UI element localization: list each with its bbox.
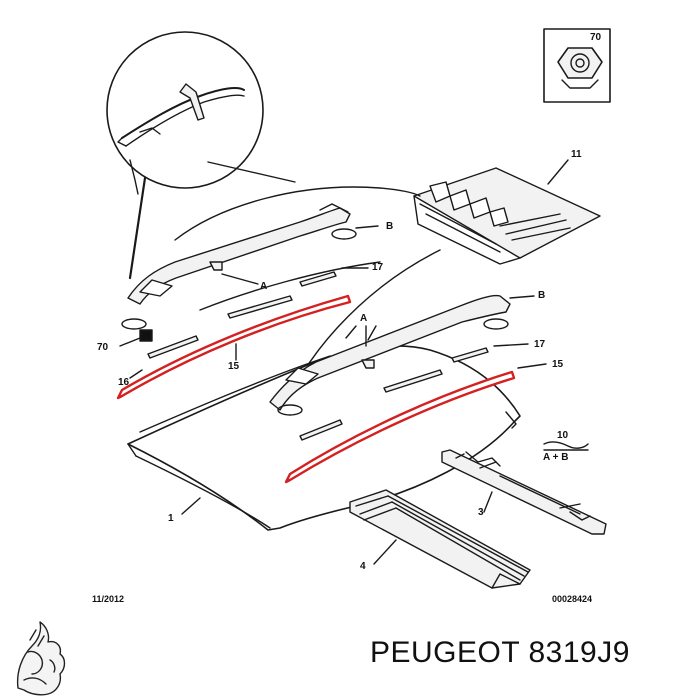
- callout-17-upper: 17: [372, 262, 384, 273]
- callout-3: 3: [478, 507, 484, 518]
- leader-17-lower: [493, 343, 529, 347]
- callout-70-left: 70: [97, 342, 109, 353]
- callout-15-right: 15: [552, 359, 564, 370]
- leader-A-upper: [221, 273, 259, 285]
- leader-B-upper: [355, 225, 379, 229]
- leader-3: [483, 491, 493, 513]
- leader-B-lower: [509, 295, 535, 299]
- callout-11: 11: [571, 149, 582, 160]
- detail-magnifier: [106, 31, 296, 280]
- part-11-bracket: [413, 167, 601, 265]
- red-strip-lower: [284, 370, 516, 484]
- leader-11: [547, 159, 569, 185]
- callout-B-lower: B: [538, 290, 546, 301]
- strip-17-lower: [299, 347, 489, 441]
- red-strip-upper: [116, 294, 352, 400]
- brand-title: PEUGEOT 8319J9: [370, 636, 630, 669]
- leader-16: [129, 369, 143, 379]
- part-3-crossbar: [441, 449, 607, 535]
- leader-4: [373, 539, 397, 565]
- roof-rail-upper: [127, 203, 351, 305]
- leader-1: [181, 497, 201, 515]
- leader-A-lower: [345, 325, 377, 347]
- leader-15-right: [517, 363, 547, 369]
- part-4-ribbed-member: [349, 489, 531, 589]
- callout-10: 10: [557, 430, 569, 441]
- end-cap-upper-right: [331, 228, 357, 240]
- arc-upper-mid: [199, 261, 381, 311]
- fastener-70-left: [139, 329, 153, 342]
- leader-70-left: [119, 337, 141, 347]
- clip-lower: [361, 359, 375, 369]
- end-cap-lower-left: [277, 404, 303, 416]
- part-1-roof-panel: [127, 345, 521, 531]
- peugeot-lion-logo-icon: [16, 621, 66, 696]
- clip-upper: [209, 261, 223, 271]
- brace-10: [543, 441, 589, 449]
- footer-date: 11/2012: [92, 594, 125, 604]
- callout-15-left: 15: [228, 361, 240, 372]
- nut-icon-box: [543, 28, 611, 103]
- callout-A-upper: A: [260, 281, 268, 292]
- arc-upper-left: [174, 186, 421, 241]
- strip-17-upper: [147, 271, 337, 359]
- footer-reference: 00028424: [552, 594, 593, 604]
- callout-A-lower: A: [360, 313, 368, 324]
- end-cap-upper-left: [121, 318, 147, 330]
- callout-1: 1: [168, 513, 174, 524]
- end-cap-lower-right: [483, 318, 509, 330]
- callout-4: 4: [360, 561, 366, 572]
- callout-16: 16: [118, 377, 130, 388]
- callout-70-nut: 70: [590, 32, 602, 43]
- callout-10-sub: A + B: [543, 452, 569, 463]
- roof-rail-lower: [269, 294, 511, 411]
- callout-17-lower: 17: [534, 339, 546, 350]
- callout-B-upper: B: [386, 221, 394, 232]
